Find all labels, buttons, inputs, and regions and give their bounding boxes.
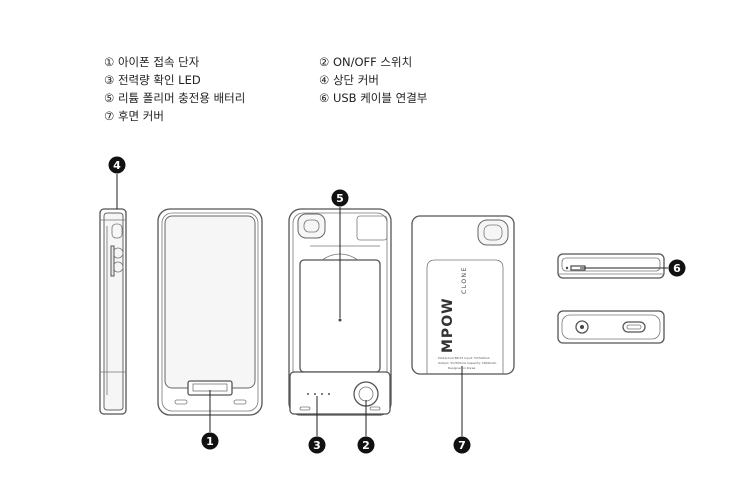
legend-item-battery: ⑤ 리튬 폴리머 충전용 배터리 <box>104 91 246 105</box>
svg-text:7: 7 <box>458 439 466 452</box>
callout-5: 5 <box>331 189 349 207</box>
legend-item-switch: ② ON/OFF 스위치 <box>319 55 413 69</box>
back-cover-spec-1: Model:Cell BP-03 Input: 5V/500mA <box>438 356 491 360</box>
front-view <box>157 208 263 416</box>
callout-3: 3 <box>308 436 326 454</box>
callout-6: 6 <box>668 259 686 277</box>
legend-item-connector: ① 아이폰 접속 단자 <box>104 55 200 69</box>
legend-item-led: ③ 전력량 확인 LED <box>104 73 201 87</box>
back-cover-spec-2: Output: 5V/500mA Capacity: 1800mAh <box>438 361 496 365</box>
svg-text:1: 1 <box>206 435 214 448</box>
callout-2: 2 <box>357 436 375 454</box>
svg-text:5: 5 <box>336 192 344 205</box>
top-edge-view <box>557 253 665 279</box>
legend-item-back-cover: ⑦ 후면 커버 <box>104 109 164 123</box>
back-cover-model: CLONE <box>461 266 468 294</box>
legend-item-usb: ⑥ USB 케이블 연결부 <box>319 91 428 105</box>
legend-item-top-cover: ④ 상단 커버 <box>319 73 379 87</box>
callout-1: 1 <box>201 432 219 450</box>
side-view <box>99 208 127 415</box>
bottom-edge-view <box>557 310 665 344</box>
svg-text:2: 2 <box>362 439 370 452</box>
svg-text:4: 4 <box>113 159 121 172</box>
legend-right: ② ON/OFF 스위치 ④ 상단 커버 ⑥ USB 케이블 연결부 <box>319 53 427 107</box>
callout-4: 4 <box>108 156 126 174</box>
callout-7: 7 <box>453 436 471 454</box>
svg-text:6: 6 <box>673 262 681 275</box>
legend-left: ① 아이폰 접속 단자 ③ 전력량 확인 LED ⑤ 리튬 폴리머 충전용 배터… <box>104 53 245 125</box>
svg-text:3: 3 <box>313 439 321 452</box>
back-cover-view: MPOW CLONE Model:Cell BP-03 Input: 5V/50… <box>411 215 515 375</box>
back-cover-brand: MPOW <box>440 297 456 353</box>
